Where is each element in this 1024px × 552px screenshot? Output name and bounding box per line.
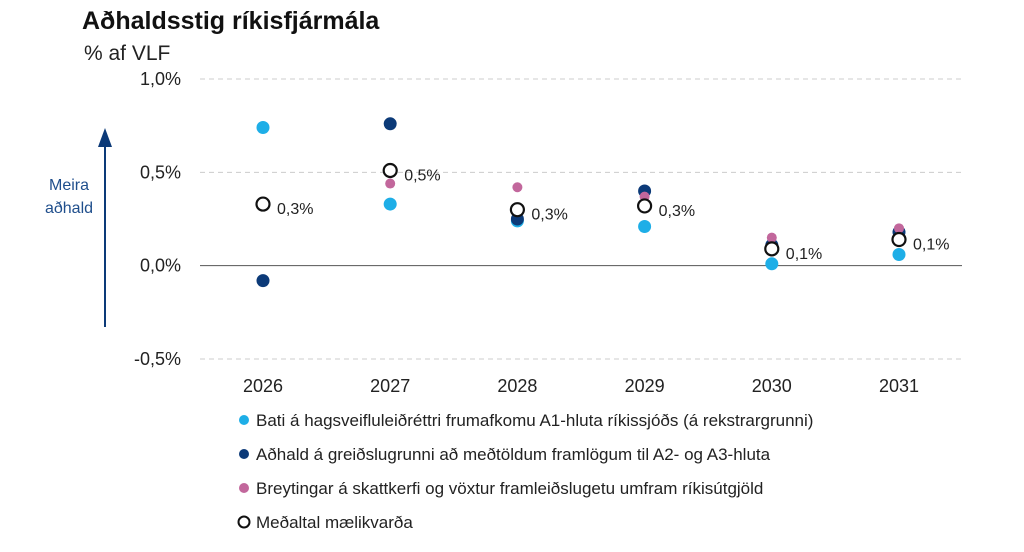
y-tick-label: 0,0%	[140, 256, 181, 276]
data-label-average: 0,3%	[531, 207, 567, 224]
grid	[200, 78, 962, 360]
legend-marker	[239, 449, 249, 459]
data-points: 0,3% 0,5% 0,3% 0,3% 0,1% 0,1%	[255, 117, 949, 288]
tightening-annotation: Meira aðhald	[45, 128, 112, 327]
point-series-1	[638, 219, 652, 233]
point-series-1	[892, 247, 906, 261]
point-series-2	[256, 274, 270, 288]
up-arrow-head	[98, 128, 112, 147]
legend-marker	[239, 415, 249, 425]
data-label-average: 0,5%	[404, 167, 440, 184]
point-series-3	[894, 223, 904, 234]
data-label-average: 0,1%	[786, 246, 822, 263]
point-average	[255, 196, 271, 212]
point-series-1	[383, 197, 397, 211]
chart-title: Aðhaldsstig ríkisfjármála	[82, 7, 380, 35]
x-tick-label: 2031	[879, 376, 919, 396]
y-axis-ticks: 1,0% 0,5% 0,0% -0,5%	[134, 69, 181, 369]
x-tick-label: 2030	[752, 376, 792, 396]
legend-marker	[239, 483, 249, 493]
x-tick-label: 2027	[370, 376, 410, 396]
point-series-3	[512, 182, 523, 193]
point-series-2	[383, 117, 397, 131]
legend-label: Aðhald á greiðslugrunni að meðtöldum fra…	[256, 445, 771, 464]
legend-marker	[237, 515, 251, 529]
point-average	[891, 231, 907, 248]
legend-label: Breytingar á skattkerfi og vöxtur framle…	[256, 479, 763, 498]
point-average	[636, 198, 653, 214]
x-tick-label: 2028	[497, 376, 537, 396]
legend-label: Bati á hagsveifluleiðréttri frumafkomu A…	[256, 411, 813, 430]
y-tick-label: 1,0%	[140, 69, 181, 89]
y-tick-label: 0,5%	[140, 162, 181, 182]
point-series-3	[766, 232, 777, 243]
point-average	[509, 202, 526, 218]
x-tick-label: 2029	[625, 376, 665, 396]
point-average	[382, 162, 398, 179]
point-average	[764, 241, 780, 257]
data-label-average: 0,3%	[277, 201, 313, 218]
annotation-line-2: aðhald	[45, 200, 93, 217]
annotation-line-1: Meira	[49, 177, 89, 194]
legend: Bati á hagsveifluleiðréttri frumafkomu A…	[237, 411, 813, 532]
point-series-3	[385, 178, 396, 189]
chart-subtitle: % af VLF	[84, 42, 170, 65]
data-label-average: 0,1%	[913, 237, 949, 254]
data-label-average: 0,3%	[659, 203, 695, 220]
x-axis-ticks: 2026 2027 2028 2029 2030 2031	[243, 376, 919, 396]
x-tick-label: 2026	[243, 376, 283, 396]
y-tick-label: -0,5%	[134, 349, 181, 369]
legend-label: Meðaltal mælikvarða	[256, 513, 413, 532]
point-series-1	[765, 257, 779, 271]
point-series-1	[256, 121, 270, 135]
